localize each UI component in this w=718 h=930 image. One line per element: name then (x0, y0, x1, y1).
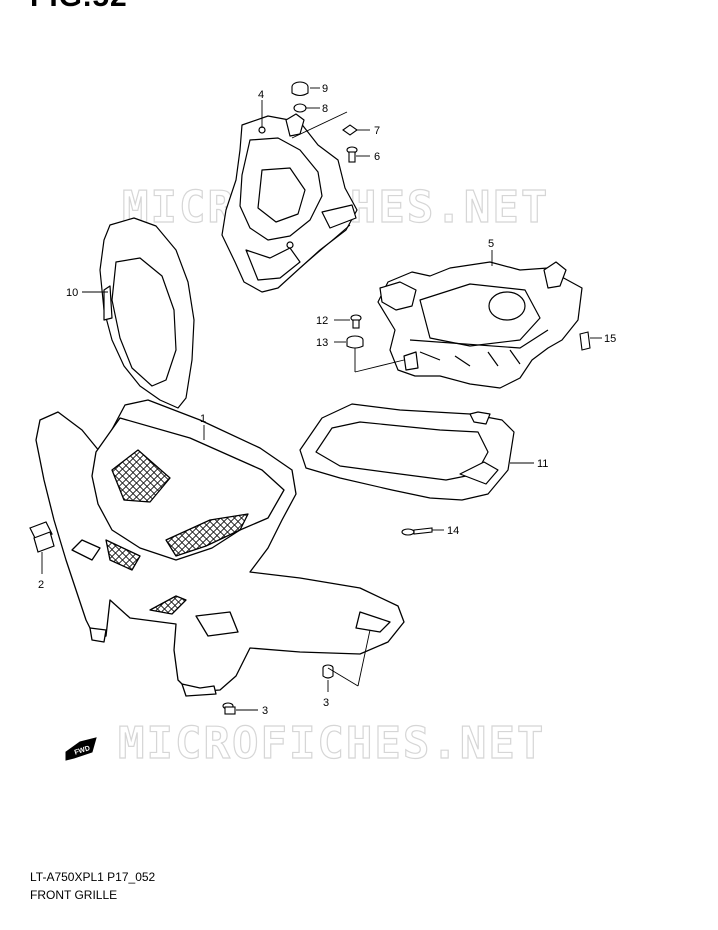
part-7-washer (342, 124, 358, 136)
callout-8: 8 (322, 103, 328, 115)
callout-11: 11 (537, 458, 548, 470)
leader-lines (41, 87, 602, 711)
model-code: LT-A750XPL1 P17_052 (30, 870, 156, 884)
fwd-arrow-icon: FWD (65, 737, 97, 761)
footer: LT-A750XPL1 P17_052 FRONT GRILLE (30, 868, 155, 904)
figure-title: FIG.52 (30, 0, 128, 14)
callout-7: 7 (374, 125, 380, 137)
part-4-headlight-housing (221, 113, 358, 293)
callout-12: 12 (316, 315, 328, 327)
callout-15: 15 (604, 333, 616, 345)
callout-6: 6 (374, 151, 380, 163)
part-15-clip (579, 331, 591, 351)
hardware-parts (222, 81, 591, 715)
part-5-mounting-tray (377, 261, 583, 389)
callout-9: 9 (322, 83, 328, 95)
part-6-bolt (346, 146, 358, 163)
part-1-front-grille (35, 399, 405, 697)
part-11-side-duct (299, 403, 515, 501)
part-13-grommet (346, 335, 364, 349)
callout-14: 14 (447, 525, 459, 537)
part-10-headlight-surround (99, 217, 195, 409)
callout-1: 1 (200, 413, 206, 425)
part-3-bolt-right (322, 664, 334, 679)
part-12-screw (350, 314, 362, 329)
part-2-emblem (29, 521, 55, 553)
callout-3-lower: 3 (262, 705, 268, 717)
callout-3-right: 3 (323, 697, 329, 709)
part-3-bolt-lower (222, 702, 236, 715)
part-14-screw (401, 527, 433, 536)
callout-4: 4 (258, 89, 264, 101)
callout-2: 2 (38, 579, 44, 591)
part-8-nut (293, 103, 307, 113)
callout-5: 5 (488, 238, 494, 250)
section-name: FRONT GRILLE (30, 888, 118, 902)
fwd-label: FWD (74, 745, 91, 757)
callout-13: 13 (316, 337, 328, 349)
watermark-bottom: MICROFICHES.NET (118, 718, 545, 769)
callout-10: 10 (66, 287, 78, 299)
